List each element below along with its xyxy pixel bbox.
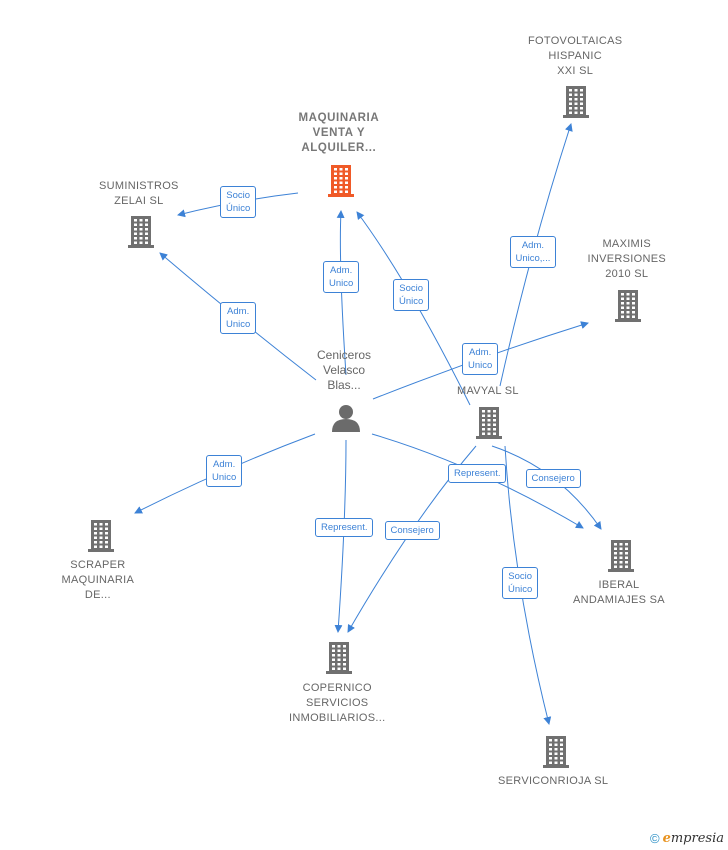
building-icon[interactable]: [543, 736, 569, 768]
edge-label-line: Adm.: [213, 459, 236, 470]
node-label-line: XXI SL: [557, 65, 594, 77]
edge-label-line: Adm.: [469, 347, 492, 358]
node-label-line: MAVYAL SL: [457, 385, 519, 397]
node-label-line: SCRAPER: [70, 559, 126, 571]
edge-label-line: Adm.: [330, 265, 353, 276]
edge-label[interactable]: Consejero: [525, 468, 581, 488]
building-icon[interactable]: [476, 407, 502, 439]
edges-layer: [134, 123, 602, 725]
node-label-line: 2010 SL: [605, 268, 649, 280]
building-icon[interactable]: [608, 540, 634, 572]
footer-brand: © empresia: [650, 831, 724, 846]
edge-label-line: Socio: [399, 283, 424, 294]
edge-label[interactable]: Consejero: [384, 520, 440, 540]
edge-label[interactable]: Represent.: [315, 517, 374, 537]
building-icon[interactable]: [326, 642, 352, 674]
node-label-line: IBERAL: [598, 579, 640, 591]
node-label-maquinaria[interactable]: MAQUINARIA VENTA Y ALQUILER...: [299, 111, 380, 156]
edge-label-line: Unico: [212, 472, 237, 483]
edge-label[interactable]: Adm. Unico: [220, 302, 257, 334]
node-label-line: MAQUINARIA: [298, 112, 380, 124]
edge-label-line: Único: [399, 296, 424, 307]
person-icon[interactable]: [332, 405, 360, 432]
building-icon[interactable]: [128, 216, 154, 248]
node-label-line: Blas...: [327, 378, 361, 392]
edge-label-line: Represent.: [454, 467, 501, 479]
node-label-copernico[interactable]: COPERNICO SERVICIOS INMOBILIARIOS...: [289, 681, 385, 726]
node-label-iberal[interactable]: IBERAL ANDAMIAJES SA: [573, 578, 665, 608]
edge-label[interactable]: Adm. Unico,...: [509, 236, 557, 268]
node-label-serviconrioja[interactable]: SERVICONRIOJA SL: [498, 774, 608, 789]
edge-label-line: Unico: [329, 278, 354, 289]
edge-label[interactable]: Adm. Unico: [323, 261, 360, 293]
edge-label-line: Adm.: [521, 240, 545, 251]
node-label-fotovoltaicas[interactable]: FOTOVOLTAICAS HISPANIC XXI SL: [528, 34, 622, 79]
edge-label-line: Socio: [226, 190, 251, 201]
edge-label-line: Socio: [508, 571, 533, 582]
edge-label[interactable]: Adm. Unico: [206, 455, 243, 487]
edge-label-line: Único: [226, 203, 251, 214]
edge-label-line: Represent.: [321, 521, 368, 533]
node-label-line: INVERSIONES: [587, 253, 666, 265]
edge-label-line: Unico: [468, 360, 493, 371]
node-label-line: MAQUINARIA: [61, 574, 135, 586]
building-icon[interactable]: [88, 520, 114, 552]
edge-label-line: Adm.: [227, 306, 250, 317]
node-label-line: SERVICONRIOJA SL: [498, 775, 609, 787]
node-label-line: SUMINISTROS: [99, 180, 179, 192]
edge-label-line: Unico,...: [515, 253, 551, 264]
edge-label-line: Único: [508, 584, 533, 595]
node-label-line: ZELAI SL: [114, 195, 164, 207]
node-label-line: ANDAMIAJES SA: [573, 594, 665, 606]
node-label-line: COPERNICO: [302, 682, 372, 694]
building-icon[interactable]: [615, 290, 641, 322]
icons-layer: [88, 86, 641, 768]
node-label-line: FOTOVOLTAICAS: [528, 35, 623, 47]
node-label-suministros[interactable]: SUMINISTROS ZELAI SL: [99, 179, 179, 209]
node-label-line: ALQUILER...: [301, 142, 377, 154]
edge-label[interactable]: Adm. Unico: [462, 343, 499, 375]
node-label-line: VENTA Y: [312, 127, 366, 139]
node-label-line: HISPANIC: [548, 50, 602, 62]
copyright-symbol: ©: [649, 831, 660, 846]
node-label-line: INMOBILIARIOS...: [289, 712, 386, 724]
edge-label-line: Unico: [226, 319, 251, 330]
node-label-line: Ceniceros: [317, 348, 372, 362]
node-label-maximis[interactable]: MAXIMIS INVERSIONES 2010 SL: [588, 237, 667, 282]
node-label-scraper[interactable]: SCRAPER MAQUINARIA DE...: [62, 558, 135, 603]
node-label-line: Velasco: [323, 363, 366, 377]
node-label-line: SERVICIOS: [306, 697, 369, 709]
node-label-line: DE...: [84, 589, 111, 601]
edge-label-line: Consejero: [390, 524, 434, 536]
edge-label[interactable]: Represent.: [448, 463, 507, 483]
edge-label-line: Consejero: [531, 472, 575, 484]
brand-logo: empresia: [662, 831, 724, 846]
node-label-line: MAXIMIS: [602, 238, 652, 250]
building-icon[interactable]: [563, 86, 589, 118]
node-label-mavyal[interactable]: MAVYAL SL: [457, 384, 519, 399]
building-icon[interactable]: [328, 165, 354, 197]
